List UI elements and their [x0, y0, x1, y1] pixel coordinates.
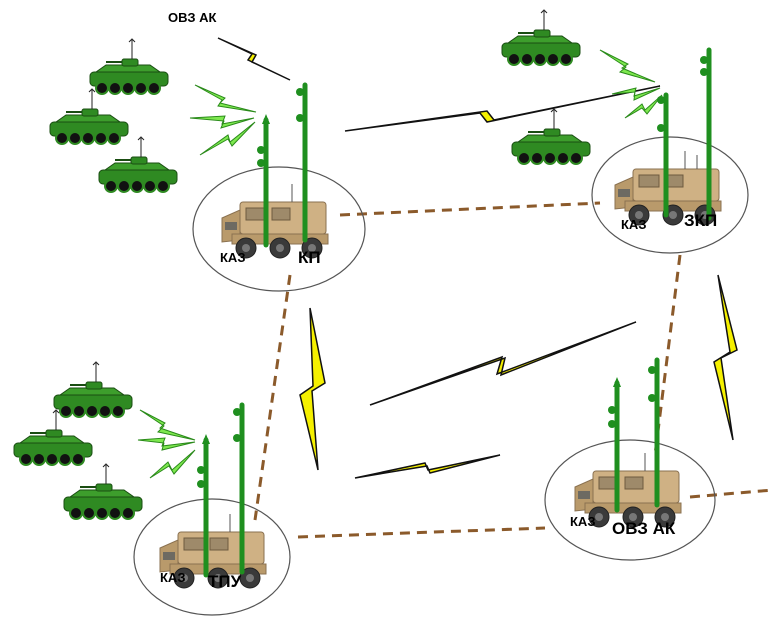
- kaz-label-ovz: КАЗ: [570, 514, 595, 529]
- armored-truck-icon: [221, 183, 329, 259]
- radio-bolt-icon: [299, 307, 326, 471]
- node-zkp-label: ЗКП: [684, 211, 717, 230]
- radio-links: [217, 37, 738, 479]
- antenna-tips: [202, 114, 621, 444]
- wired-links: [253, 201, 773, 539]
- node-zkp-ellipse: [591, 136, 749, 254]
- kaz-label-zkp: КАЗ: [621, 217, 646, 232]
- node-kp-ellipse: [192, 166, 366, 292]
- node-ovz-label: ОВЗ АК: [612, 519, 676, 538]
- node-boundaries: [133, 136, 749, 616]
- antenna-masts: [203, 47, 712, 578]
- vehicle-bmp-icon: [13, 409, 93, 466]
- top-ovz-label: ОВЗ АК: [168, 10, 216, 25]
- vehicle-bmp-icon: [501, 9, 581, 66]
- short-range-radio: [137, 49, 663, 479]
- radio-bolt-icon: [713, 274, 738, 441]
- node-tpu-ellipse: [133, 498, 291, 616]
- vehicle-bmp-icon: [63, 463, 143, 520]
- vehicle-bmp-icon: [49, 88, 129, 145]
- kaz-label-tpu: КАЗ: [160, 570, 185, 585]
- vehicle-bmp-icon: [511, 108, 591, 165]
- node-tpu-label: ТПУ: [208, 572, 242, 591]
- radio-bolt-icon: [354, 454, 501, 479]
- vehicle-bmp-icon: [89, 38, 169, 95]
- radio-bolt-icon: [217, 37, 291, 81]
- vehicle-bmp-icon: [53, 361, 133, 418]
- radio-bolt-icon: [344, 85, 661, 132]
- antenna-elements: [197, 56, 708, 488]
- node-ovz-ellipse: [544, 439, 716, 561]
- vehicle-bmp-icon: [98, 136, 178, 193]
- radio-bolt-icon: [369, 321, 637, 406]
- kaz-label-kp: КАЗ: [220, 250, 245, 265]
- node-kp-label: КП: [298, 248, 321, 267]
